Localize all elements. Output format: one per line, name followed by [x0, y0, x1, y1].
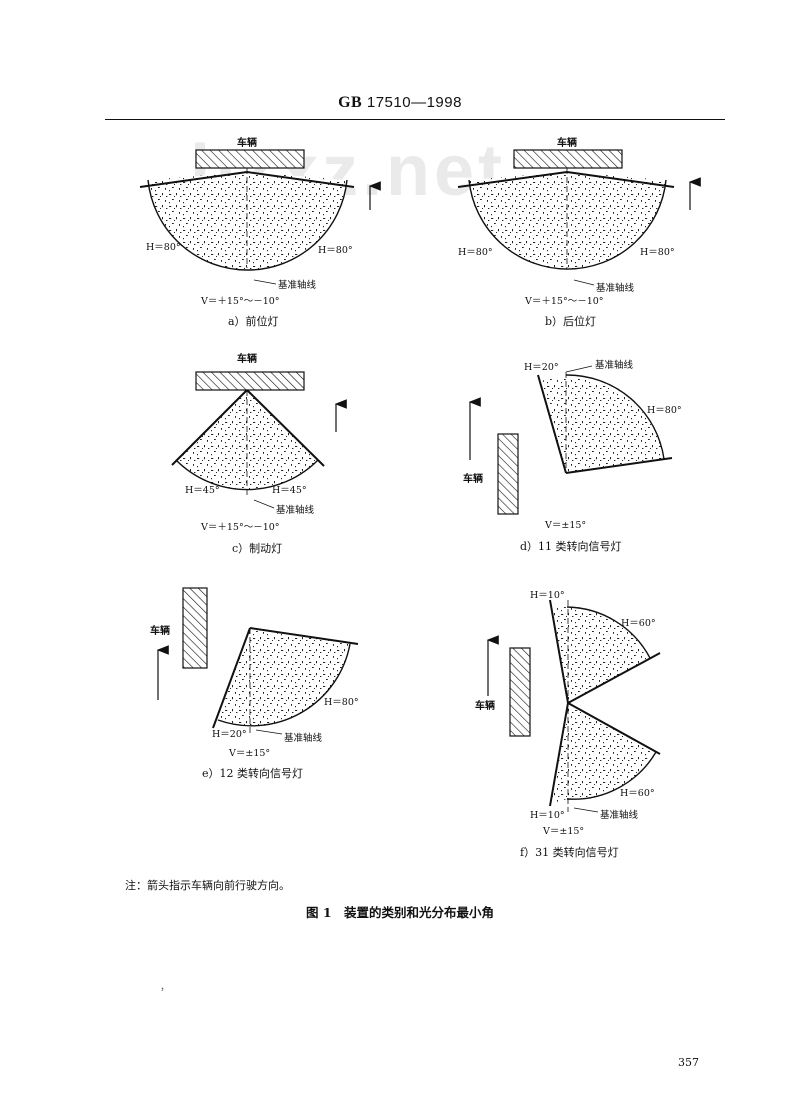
boundary-line-left — [171, 389, 248, 466]
light-zone — [541, 377, 664, 473]
vehicle-label: 车辆 — [463, 472, 483, 485]
boundary-line-right — [566, 171, 675, 188]
panel-d-class-11-direction-indicator: H＝20° 基准轴线 H＝80° 车辆 V＝±15° d）11 类转向信号灯 — [463, 359, 682, 553]
vehicle-label: 车辆 — [150, 624, 170, 637]
panel-e-class-12-direction-indicator: 车辆 H＝80° H＝20° 基准轴线 V＝±15° e）12 类转向信号灯 — [150, 587, 359, 780]
vehicle-label: 车辆 — [237, 136, 257, 149]
panel-a-front-position-lamp: 车辆 H＝80° H＝80° 基准轴线 V＝＋15°～－10° a）前位灯 — [139, 136, 381, 328]
boundary-line-lower — [565, 457, 673, 474]
ref-axis-label: 基准轴线 — [596, 282, 635, 294]
panel-caption: a）前位灯 — [228, 314, 279, 328]
panel-c-stop-lamp: 车辆 H＝45° H＝45° 基准轴线 V＝＋15°～－10° c）制动灯 — [171, 352, 347, 555]
boundary-line-upper — [537, 374, 567, 474]
h-angle-left: H＝80° — [458, 247, 493, 258]
page-number: 357 — [678, 1056, 699, 1069]
ref-axis-label: 基准轴线 — [284, 732, 323, 744]
h-angle-top-side: H＝60° — [621, 618, 656, 629]
panel-caption: e）12 类转向信号灯 — [202, 766, 303, 780]
axis-leader — [255, 729, 283, 735]
figure-title: 图 1 装置的类别和光分布最小角 — [305, 905, 495, 920]
boundary-line-upper-inner — [567, 652, 661, 704]
vehicle-label: 车辆 — [557, 136, 577, 149]
boundary-line-right — [249, 627, 359, 645]
v-angle-range: V＝＋15°～－10° — [524, 296, 604, 307]
light-boundary-arc — [468, 179, 667, 270]
ref-axis-label: 基准轴线 — [600, 809, 639, 821]
axis-leader — [253, 279, 277, 285]
vehicle-body — [497, 433, 519, 515]
ref-axis-label: 基准轴线 — [278, 279, 317, 291]
h-angle-left: H＝80° — [146, 242, 181, 253]
vehicle-body — [509, 647, 531, 737]
light-zone — [469, 172, 666, 270]
axis-leader — [253, 499, 275, 509]
v-angle-range: V＝＋15°～－10° — [200, 522, 280, 533]
light-zone-upper — [552, 606, 650, 703]
vehicle-label: 车辆 — [237, 352, 257, 365]
boundary-line-left — [139, 171, 248, 188]
standard-number: 17510—1998 — [362, 94, 462, 111]
h-angle-right: H＝80° — [318, 245, 353, 256]
boundary-line-lower-inner — [567, 702, 661, 755]
panel-caption: c）制动灯 — [232, 542, 282, 555]
v-angle-range: V＝＋15°～－10° — [200, 296, 280, 307]
boundary-line-left — [212, 627, 251, 729]
light-boundary-arc — [565, 374, 665, 460]
light-zone-lower — [550, 703, 656, 804]
h-angle-top: H＝20° — [524, 362, 559, 373]
vehicle-body — [513, 149, 623, 169]
panel-caption: d）11 类转向信号灯 — [520, 539, 622, 553]
light-boundary-arc — [147, 179, 348, 271]
boundary-line-left — [457, 171, 568, 188]
v-angle-range: V＝±15° — [542, 826, 584, 837]
h-angle-bottom-side: H＝60° — [620, 788, 655, 799]
light-zone — [218, 628, 350, 726]
header-rule — [105, 119, 725, 120]
boundary-line-upper-outer — [549, 599, 569, 704]
figure-note: 注：箭头指示车辆向前行驶方向。 — [125, 879, 290, 892]
stray-mark: ， — [160, 982, 170, 993]
h-angle-left: H＝45° — [185, 485, 220, 496]
h-angle-top: H＝10° — [530, 590, 565, 601]
panel-f-class-31-direction-indicator: H＝10° H＝60° 车辆 H＝60° H＝10° 基准轴线 V＝±15° f… — [475, 590, 661, 859]
light-zone — [148, 172, 347, 271]
h-angle-bottom: H＝20° — [212, 729, 247, 740]
panel-caption: b）后位灯 — [545, 314, 596, 328]
v-angle-range: V＝±15° — [228, 748, 270, 759]
axis-leader — [573, 807, 599, 813]
boundary-line-lower-outer — [549, 702, 569, 807]
light-boundary-arc — [217, 643, 351, 727]
ref-axis-label: 基准轴线 — [276, 504, 315, 516]
ref-axis-label: 基准轴线 — [595, 359, 634, 371]
boundary-line-right — [246, 171, 355, 188]
vehicle-body — [182, 587, 208, 669]
panel-b-rear-position-lamp: 车辆 H＝80° H＝80° 基准轴线 V＝＋15°～－10° b）后位灯 — [457, 136, 701, 328]
light-boundary-arc-lower — [566, 751, 657, 800]
h-angle-side: H＝80° — [647, 405, 682, 416]
panel-caption: f）31 类转向信号灯 — [520, 845, 619, 859]
h-angle-bottom: H＝10° — [530, 810, 565, 821]
standard-prefix: GB — [338, 94, 363, 111]
page-header: GB 17510—1998 — [0, 94, 800, 112]
h-angle-right: H＝45° — [272, 485, 307, 496]
vehicle-label: 车辆 — [475, 699, 495, 712]
h-angle-right: H＝80° — [640, 247, 675, 258]
vehicle-body — [195, 371, 305, 391]
axis-leader — [565, 365, 593, 373]
axis-leader — [573, 279, 595, 286]
v-angle-range: V＝±15° — [544, 520, 586, 531]
light-boundary-arc-upper — [566, 606, 651, 659]
h-angle-side: H＝80° — [324, 697, 359, 708]
boundary-line-right — [246, 389, 325, 467]
vehicle-body — [195, 149, 305, 169]
